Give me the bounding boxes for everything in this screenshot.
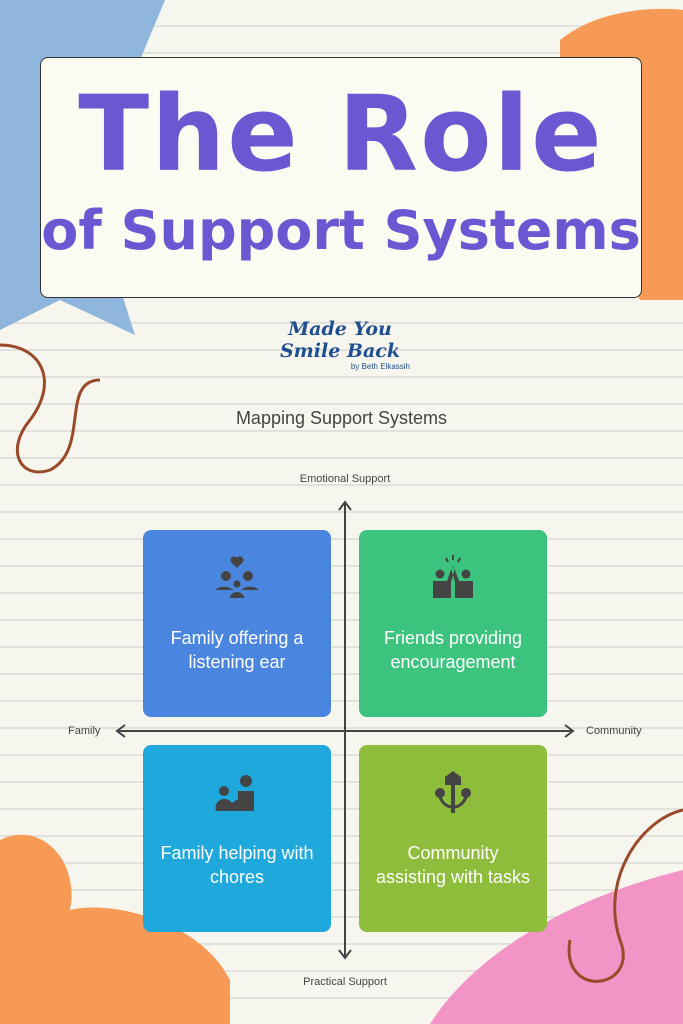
logo-line-1: Made You — [288, 318, 392, 340]
helping-hands-icon — [215, 775, 254, 811]
quadrant-label: Family helping with chores — [160, 843, 314, 887]
logo: Made You Smile Back by Beth Elkassih — [270, 318, 410, 371]
quadrant-label: Family offering a listening ear — [170, 628, 304, 672]
logo-byline: by Beth Elkassih — [350, 362, 410, 371]
community-tree-icon — [435, 771, 471, 813]
quadrant-label: Community assisting with tasks — [375, 843, 531, 887]
quadrant-label: Friends providing encouragement — [383, 628, 523, 672]
logo-line-2: Smile Back — [279, 340, 401, 362]
axis-label-bottom: Practical Support — [303, 976, 387, 988]
quadrant-family-practical: Family helping with chores — [143, 745, 331, 932]
family-heart-icon — [215, 556, 259, 598]
axis-arrowheads — [115, 500, 575, 960]
axis-label-right: Community — [586, 725, 642, 737]
title-line-1: The Role — [78, 73, 604, 195]
high-five-icon — [433, 555, 473, 598]
axis-label-left: Family — [68, 725, 101, 737]
quadrant-family-emotional: Family offering a listening ear — [143, 530, 331, 717]
quadrant-community-practical: Community assisting with tasks — [359, 745, 547, 932]
diagram-title: Mapping Support Systems — [235, 408, 448, 428]
title-card: The Role of Support Systems — [40, 57, 642, 298]
axis-label-top: Emotional Support — [299, 473, 391, 485]
title-line-2: of Support Systems — [41, 199, 641, 262]
quadrant-community-emotional: Friends providing encouragement — [359, 530, 547, 717]
